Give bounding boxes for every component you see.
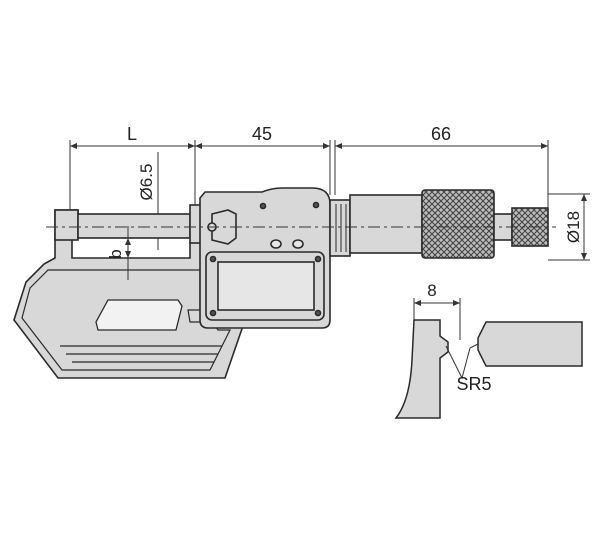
anvil xyxy=(54,209,79,241)
dim-depth-label: b xyxy=(106,249,125,258)
detail-radius-label: SR5 xyxy=(456,374,491,394)
screw-bottom-right xyxy=(314,309,322,317)
function-button-1 xyxy=(270,239,282,249)
screw-top-left xyxy=(209,255,217,263)
knurled-grip xyxy=(421,189,495,259)
dim-frame-label: 45 xyxy=(252,124,272,144)
dim-thimble-diameter: Ø18 xyxy=(564,211,583,243)
screw-top-right xyxy=(314,255,322,263)
dim-spindle-diameter: Ø6.5 xyxy=(137,164,156,201)
micrometer-body xyxy=(13,187,549,379)
anvil-detail-view xyxy=(394,319,583,419)
detail-spindle xyxy=(477,321,583,367)
sleeve-neck xyxy=(329,199,351,257)
frame-slot xyxy=(95,299,183,331)
thimble xyxy=(349,194,423,254)
dim-thimble-label: 66 xyxy=(431,124,451,144)
detail-anvil xyxy=(394,319,449,419)
detail-width-label: 8 xyxy=(427,281,436,300)
lcd-screen xyxy=(217,261,315,311)
spindle xyxy=(77,213,191,239)
detail-dimensions xyxy=(413,298,479,380)
dimension-lines xyxy=(69,140,590,280)
screw-bottom-left xyxy=(209,309,217,317)
dim-length-label: L xyxy=(127,124,137,144)
function-button-2 xyxy=(292,239,304,249)
